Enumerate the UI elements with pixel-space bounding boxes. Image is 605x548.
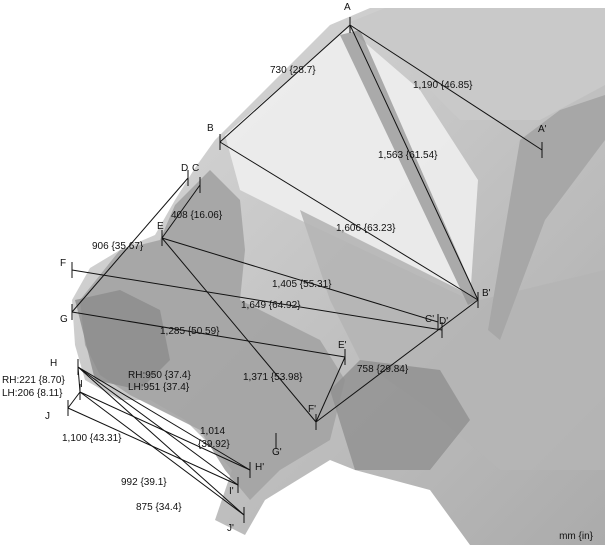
dimension-line-f-d2 — [71, 269, 443, 331]
dimension-label-hh2-a: 1,014 — [200, 426, 225, 437]
dimension-line-b-b2 — [219, 141, 479, 301]
dimension-line-d-g — [71, 177, 189, 313]
dimension-line-i-j2 — [79, 391, 245, 516]
dimension-label-ab: 730 {28.7} — [270, 65, 316, 76]
dimension-label-bb2: 1,606 {63.23} — [336, 223, 396, 234]
dimension-label-ec2: 1,405 {55.31} — [272, 279, 332, 290]
dimension-label-hi-lh: LH:206 {8.11} — [2, 388, 63, 399]
dimension-label-ih2: 875 {34.4} — [136, 502, 182, 513]
point-markers — [67, 17, 543, 523]
point-label-e: E — [157, 221, 164, 232]
point-label-f: F — [60, 258, 66, 269]
point-labels: A A' B B' C C' D D' E E' F F' G G' H H' I I' J J' — [45, 2, 547, 534]
point-label-a2: A' — [538, 124, 547, 135]
point-label-h2: H' — [255, 462, 264, 473]
point-label-f2: F' — [308, 404, 316, 415]
dimension-line-h-j2 — [77, 366, 245, 516]
dimension-label-hj2-lh: LH:951 {37.4} — [128, 382, 190, 393]
dimension-label-aa2: 1,190 {46.85} — [413, 80, 473, 91]
dimension-label-dg: 906 {35.67} — [92, 241, 144, 252]
dimension-line-e-f2 — [161, 237, 317, 423]
dimension-line-i-j — [67, 391, 81, 409]
dimension-line-h-h2 — [77, 366, 251, 471]
dimension-label-ce: 408 {16.06} — [171, 210, 223, 221]
vehicle-body-illustration — [72, 8, 605, 545]
dimension-line-g-e2 — [71, 311, 346, 358]
point-label-d2: D' — [439, 316, 448, 327]
point-label-g: G — [60, 314, 68, 325]
dimension-line-a-b2 — [349, 24, 479, 301]
point-label-j: J — [45, 411, 50, 422]
dimension-line-e-c2 — [161, 237, 439, 323]
dimension-label-ab2: 1,563 {61.54} — [378, 150, 438, 161]
unit-label: mm {in} — [559, 531, 593, 542]
point-label-d: D — [181, 163, 188, 174]
point-label-j2: J' — [227, 523, 234, 534]
dimension-line-a-a2 — [349, 24, 543, 151]
dimension-line-c-e — [161, 184, 201, 239]
point-label-e2: E' — [338, 340, 347, 351]
dimension-line-a-b — [219, 24, 351, 143]
point-label-c: C — [192, 163, 199, 174]
dimension-labels: 730 {28.7} 1,190 {46.85} 1,563 {61.54} 1,60… — [2, 65, 473, 513]
dimension-label-e2f2: 758 {29.84} — [357, 364, 409, 375]
point-label-i2: I' — [229, 486, 234, 497]
point-label-h: H — [50, 358, 57, 369]
dimension-label-ge2: 1,285 {50.59} — [160, 326, 220, 337]
point-label-g2: G' — [272, 447, 282, 458]
dimension-label-ji2: 1,100 {43.31} — [62, 433, 122, 444]
dimension-line-i-h2 — [79, 391, 251, 471]
point-label-c2: C' — [425, 314, 434, 325]
dimension-label-fd2: 1,649 {64.92} — [241, 300, 301, 311]
point-label-i: I — [80, 379, 83, 390]
dimension-line-e2-f2 — [315, 356, 346, 423]
point-label-a: A — [344, 2, 351, 13]
dimension-label-hh2-b: {39.92} — [198, 439, 230, 450]
dimension-label-ef2: 1,371 {53.98} — [243, 372, 303, 383]
dimension-line-f2-b2 — [315, 299, 479, 423]
dimension-lines — [67, 24, 543, 516]
point-label-b2: B' — [482, 288, 491, 299]
dimension-label-hj2-rh: RH:950 {37.4} — [128, 370, 191, 381]
point-label-b: B — [207, 123, 214, 134]
dimension-label-ij2: 992 {39.1} — [121, 477, 167, 488]
dimension-label-hi-rh: RH:221 {8.70} — [2, 375, 65, 386]
dimension-line-h-i2 — [77, 366, 239, 486]
